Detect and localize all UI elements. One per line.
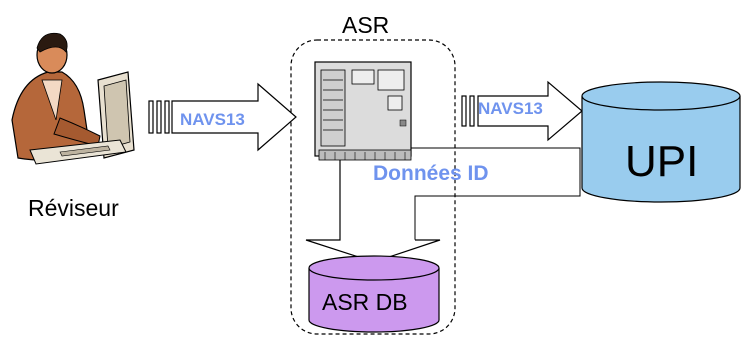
asr-boundary [290,39,456,335]
asr-db-cylinder [308,255,440,333]
navs13-query-label: NAVS13 [478,99,543,118]
navs13-request-label: NAVS13 [180,110,245,129]
upi-database-cylinder [581,81,741,203]
id-data-label: Données ID [373,162,489,185]
navs13-query-arrow [461,80,583,142]
server-computer-icon [314,61,412,161]
asr-title: ASR [342,12,390,38]
navs13-request-arrow [148,82,297,152]
reviewer-person-icon [11,32,135,165]
asr-db-label: ASR DB [322,289,408,315]
id-data-flow-line [340,147,581,240]
upi-label: UPI [625,137,699,186]
reviewer-label: Réviseur [28,195,119,221]
db-write-arrow [305,160,441,263]
